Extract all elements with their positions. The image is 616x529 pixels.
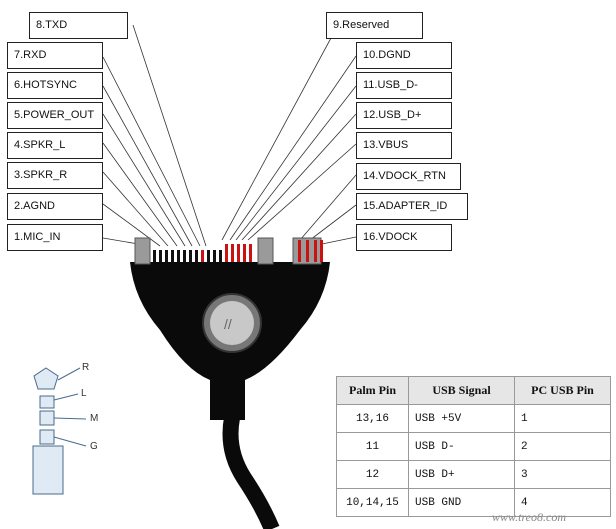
leader-line <box>299 174 357 241</box>
pc-usb-pin-cell: 3 <box>514 460 611 489</box>
contact-pin <box>183 250 186 262</box>
palm-pin-cell: 11 <box>336 432 409 461</box>
left-guide-post <box>134 237 151 265</box>
leader-line <box>321 236 357 245</box>
table-row: 12 USB D+ 3 <box>336 460 611 489</box>
contact-pin <box>243 244 246 262</box>
table-row: 10,14,15 USB GND 4 <box>336 488 611 517</box>
palm-pin-cell: 10,14,15 <box>336 488 409 517</box>
contact-pin <box>207 250 210 262</box>
contact-pin <box>195 250 198 262</box>
pin-label-15: 15.ADAPTER_ID <box>356 193 468 220</box>
contact-pin <box>189 250 192 262</box>
leader-line <box>132 24 207 247</box>
leader-line <box>309 204 357 241</box>
pin-label-11: 11.USB_D- <box>356 72 452 99</box>
contact-pin <box>231 244 234 262</box>
usb-signal-cell: USB D+ <box>408 460 515 489</box>
contact-pin <box>320 240 323 262</box>
contact-pin <box>298 240 301 262</box>
leader-lines <box>102 24 357 247</box>
contact-pin <box>159 250 162 262</box>
contact-pin <box>306 240 309 262</box>
center-guide-post <box>257 237 274 265</box>
jack-ring-m <box>39 410 55 426</box>
contact-pin <box>153 250 156 262</box>
leader-line <box>241 113 357 241</box>
jack-ring-g <box>39 429 55 445</box>
pc-usb-pin-cell: 2 <box>514 432 611 461</box>
release-button-face <box>210 301 254 345</box>
header-pc-usb-pin: PC USB Pin <box>514 376 611 405</box>
jack-tip <box>33 367 59 390</box>
leader-line <box>102 85 193 247</box>
pin-label-12: 12.USB_D+ <box>356 102 452 129</box>
pin-label-5: 5.POWER_OUT <box>7 102 103 129</box>
table-row: 11 USB D- 2 <box>336 432 611 461</box>
leader-line <box>102 56 201 247</box>
pin-label-6: 6.HOTSYNC <box>7 72 103 99</box>
palm-pin-cell: 12 <box>336 460 409 489</box>
audio-jack <box>32 367 87 495</box>
watermark: www.treo8.com <box>492 510 566 524</box>
leader-line <box>102 113 186 247</box>
pin-label-14: 14.VDOCK_RTN <box>356 163 461 190</box>
pin-label-10: 10.DGND <box>356 42 452 69</box>
leader-line <box>235 85 357 241</box>
pin-label-13: 13.VBUS <box>356 132 452 159</box>
pin-label-1: 1.MIC_IN <box>7 224 103 251</box>
pin-label-2: 2.AGND <box>7 193 103 220</box>
usb-signal-cell: USB GND <box>408 488 515 517</box>
pin-label-8: 8.TXD <box>29 12 128 39</box>
header-palm-pin: Palm Pin <box>336 376 409 405</box>
table-row: 13,16 USB +5V 1 <box>336 404 611 433</box>
cable <box>222 416 280 529</box>
jack-label-l: L <box>81 388 87 399</box>
pc-usb-pin-cell: 4 <box>514 488 611 517</box>
pc-usb-pin-cell: 1 <box>514 404 611 433</box>
contact-pins-right <box>298 240 323 262</box>
palm-pin-cell: 13,16 <box>336 404 409 433</box>
release-button-mark: // <box>224 316 232 332</box>
leader-line <box>102 142 178 247</box>
jack-label-r: R <box>82 362 90 373</box>
leader-line <box>102 171 169 247</box>
contact-pin <box>219 250 222 262</box>
jack-label-g: G <box>90 441 98 452</box>
pin-label-4: 4.SPKR_L <box>7 132 103 159</box>
header-usb-signal: USB Signal <box>408 376 515 405</box>
table-header-row: Palm Pin USB Signal PC USB Pin <box>336 376 611 405</box>
contact-pin <box>177 250 180 262</box>
jack-label-m: M <box>90 413 99 424</box>
pin-label-3: 3.SPKR_R <box>7 162 103 189</box>
usb-signal-cell: USB +5V <box>408 404 515 433</box>
pin-label-9: 9.Reserved <box>326 12 423 39</box>
leader-line <box>229 55 357 241</box>
contact-pin <box>314 240 317 262</box>
leader-line <box>247 143 357 241</box>
jack-ring-l <box>39 395 55 409</box>
contact-pin <box>213 250 216 262</box>
contact-pin <box>249 244 252 262</box>
contact-pin <box>171 250 174 262</box>
contact-pin <box>165 250 168 262</box>
usb-signal-cell: USB D- <box>408 432 515 461</box>
leader-line <box>221 24 339 241</box>
pin-label-7: 7.RXD <box>7 42 103 69</box>
pin-label-16: 16.VDOCK <box>356 224 452 251</box>
contact-pin <box>201 250 204 262</box>
jack-sleeve <box>32 445 64 495</box>
contact-pins <box>153 244 252 262</box>
contact-pin <box>225 244 228 262</box>
contact-pin <box>237 244 240 262</box>
usb-pin-table: Palm Pin USB Signal PC USB Pin 13,16 USB… <box>336 376 611 517</box>
